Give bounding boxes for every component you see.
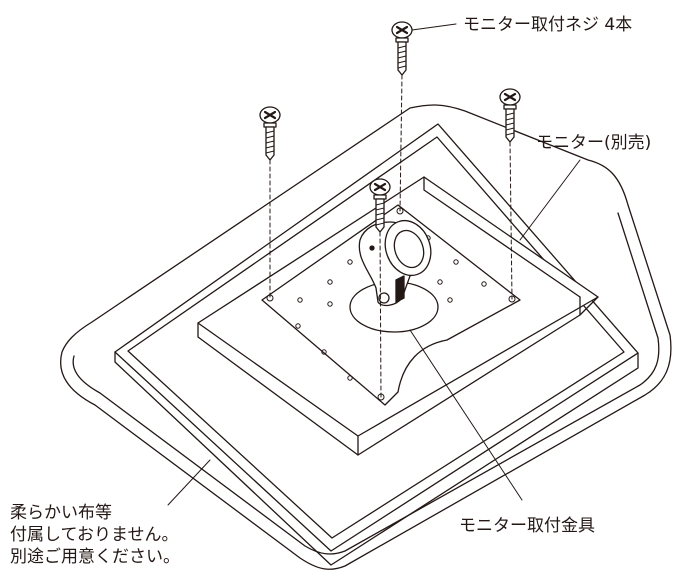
monitor-rear-panel-recess (423, 176, 581, 298)
monitor-body-side (114, 351, 639, 566)
phillips-screw-icon (369, 178, 391, 233)
stand-arm-slot (395, 275, 405, 303)
phillips-screw-icon (499, 88, 521, 143)
stand-hinge-ring (384, 219, 432, 277)
monitor-rear-panel-bevel-left (197, 322, 359, 456)
soft-cloth-label-line-2: 付属しておりません。 (10, 525, 179, 545)
stand-arm-knob (378, 292, 390, 304)
phillips-screw-icon (391, 21, 413, 76)
stand-hinge-ring-inner (393, 229, 425, 269)
monitor-label: モニター(別売) (536, 133, 652, 153)
phillips-screw-icon (259, 106, 281, 161)
soft-cloth-label: 柔らかい布等 付属しておりません。 別途ご用意ください。 (10, 502, 180, 568)
monitor-frame-inner (127, 136, 625, 539)
stand-arm-dot (369, 245, 375, 251)
soft-cloth-label-line-3: 別途ご用意ください。 (10, 547, 180, 567)
screw-guide-lines (269, 74, 513, 398)
soft-cloth-inner-ridge (72, 212, 660, 555)
soft-cloth-outline (60, 104, 672, 570)
soft-cloth-label-line-1: 柔らかい布等 (10, 503, 112, 523)
leader-lines (167, 23, 581, 506)
mounting-bracket-label: モニター取付金具 (459, 516, 595, 536)
screws-label: モニター取付ネジ 4本 (463, 15, 633, 35)
